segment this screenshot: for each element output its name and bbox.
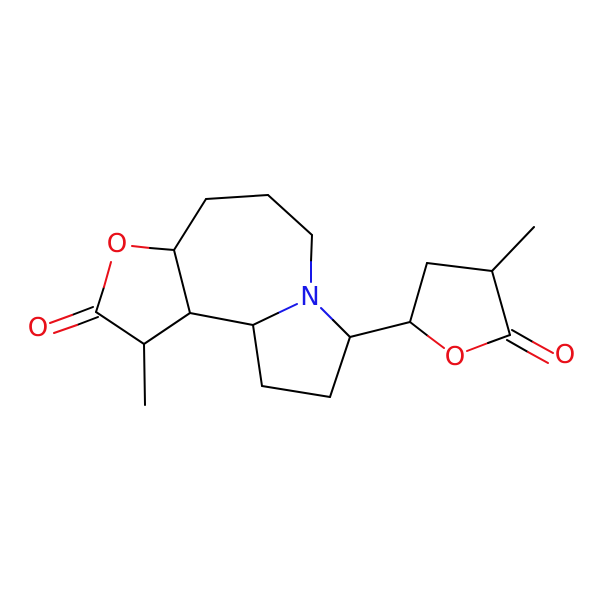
oxygen-atom-label: O xyxy=(28,313,48,343)
bond-c-c xyxy=(426,262,493,272)
bond-c-o-double-left-2b xyxy=(53,324,78,334)
bond-c-o-double-right-1a xyxy=(511,329,534,343)
bond-c-c xyxy=(267,194,313,236)
bond-c-o-double-right-1b xyxy=(532,341,554,354)
bond-c-o-ring-right-b xyxy=(427,335,445,349)
bond-c-c xyxy=(409,262,428,323)
bond-c-c xyxy=(189,312,254,326)
bond-n-c-right-a xyxy=(320,307,334,321)
bond-c-o-ring-left-b xyxy=(103,261,112,288)
bond-o-c-ring-right-a xyxy=(466,342,489,352)
bond-c-c xyxy=(349,321,411,338)
bond-c-c-methyl xyxy=(143,343,146,406)
bond-c-c xyxy=(261,385,331,398)
bond-c-o-ring-left-a xyxy=(95,286,105,313)
atom-labels: O O N O O xyxy=(28,229,575,372)
bond-o-c-ring-left-b xyxy=(149,247,175,251)
bond-c-o-double-left-1a xyxy=(71,306,94,316)
bond-c-c xyxy=(143,312,191,345)
bond-c-c xyxy=(329,336,351,398)
bond-c-n-top-a xyxy=(310,234,313,263)
bond-n-c-right-b xyxy=(332,319,351,338)
oxygen-atom-label: O xyxy=(555,340,575,370)
bond-c-c xyxy=(252,324,263,387)
bond-n-c-left-a xyxy=(277,303,298,314)
bond-c-c-methyl xyxy=(491,226,535,272)
oxygen-atom-label: O xyxy=(445,342,465,372)
nitrogen-atom-label: N xyxy=(300,282,319,312)
bond-c-c xyxy=(173,198,207,251)
bond-c-o-double-left-2a xyxy=(76,316,99,326)
bond-c-o-double-right-2a xyxy=(506,339,529,353)
bond-c-c xyxy=(205,194,269,200)
bond-c-c xyxy=(491,270,511,336)
oxygen-bonds xyxy=(49,245,554,364)
carbon-bonds xyxy=(95,194,535,406)
bond-c-c xyxy=(173,249,191,314)
bond-c-c xyxy=(95,311,145,345)
oxygen-atom-label: O xyxy=(107,229,127,259)
bond-c-o-ring-right-a xyxy=(409,321,429,337)
bond-c-o-double-right-2b xyxy=(527,351,549,364)
bond-c-o-double-left-1b xyxy=(49,314,73,324)
bond-o-c-ring-left-a xyxy=(131,245,151,249)
bond-o-c-ring-right-b xyxy=(487,334,511,344)
bond-n-c-left-b xyxy=(252,312,279,326)
nitrogen-bonds xyxy=(252,234,351,338)
